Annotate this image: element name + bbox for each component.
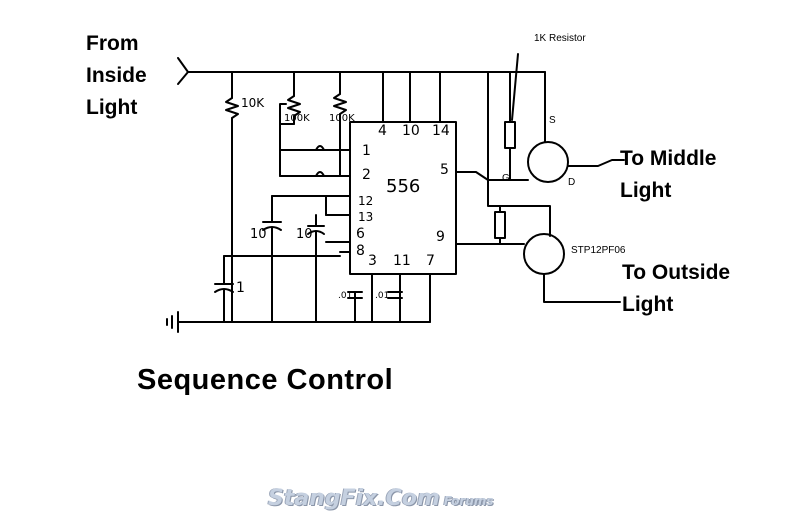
to-outside-line-2: Light <box>622 293 674 316</box>
pot1-value: 100K <box>284 113 310 124</box>
potentiometer-1 <box>287 95 301 117</box>
mosfet-part-label: STP12PF06 <box>571 245 626 256</box>
ic-556-body <box>349 121 457 275</box>
to-outside-line-1: To Outside <box>622 261 731 284</box>
ic-556-label: 556 <box>386 176 421 197</box>
to-middle-line-2: Light <box>620 179 672 202</box>
resistor-1k <box>504 121 516 149</box>
pin-11: 11 <box>393 253 411 269</box>
pin-14: 14 <box>432 123 450 139</box>
r1-value: 10K <box>241 96 265 110</box>
pot2-value: 100K <box>329 113 355 124</box>
from-label-line-1: From <box>86 32 139 55</box>
cap2-value: 10 <box>296 227 313 242</box>
resistor-10k <box>225 97 239 119</box>
terminal-d-label: D <box>568 177 576 188</box>
terminal-s-label: S <box>549 115 556 126</box>
from-label-line-2: Inside <box>86 64 147 87</box>
from-label-line-3: Light <box>86 96 138 119</box>
pin-10: 10 <box>402 123 420 139</box>
pin-13: 13 <box>358 210 374 224</box>
cap3-value: 1 <box>236 280 245 296</box>
terminal-g-label: G <box>502 173 510 184</box>
resistor-1k-label: 1K Resistor <box>534 33 586 44</box>
watermark-brand: StangFix.Com <box>268 486 440 511</box>
pin-3: 3 <box>368 253 377 269</box>
pin-9: 9 <box>436 229 445 245</box>
resistor-lower <box>494 211 506 239</box>
cap1-value: 10 <box>250 227 267 242</box>
pin-8: 8 <box>356 243 365 259</box>
pin-4: 4 <box>378 123 387 139</box>
watermark-suffix: Forums <box>443 494 494 508</box>
pin-7: 7 <box>426 253 435 269</box>
potentiometer-2 <box>333 93 347 115</box>
resistor-1k-pointer <box>511 53 519 121</box>
to-middle-line-1: To Middle <box>620 147 717 170</box>
cap5-value: .01 <box>375 291 390 301</box>
pin-2: 2 <box>362 167 371 183</box>
pin-12: 12 <box>358 194 374 208</box>
cap4-value: .01 <box>338 291 353 301</box>
pin-6: 6 <box>356 226 365 242</box>
mosfet-middle <box>527 141 569 183</box>
diagram-title: Sequence Control <box>137 364 394 396</box>
input-arrow <box>177 57 189 85</box>
mosfet-outside <box>523 233 565 275</box>
pin-1: 1 <box>362 143 371 159</box>
pin-5: 5 <box>440 162 449 178</box>
